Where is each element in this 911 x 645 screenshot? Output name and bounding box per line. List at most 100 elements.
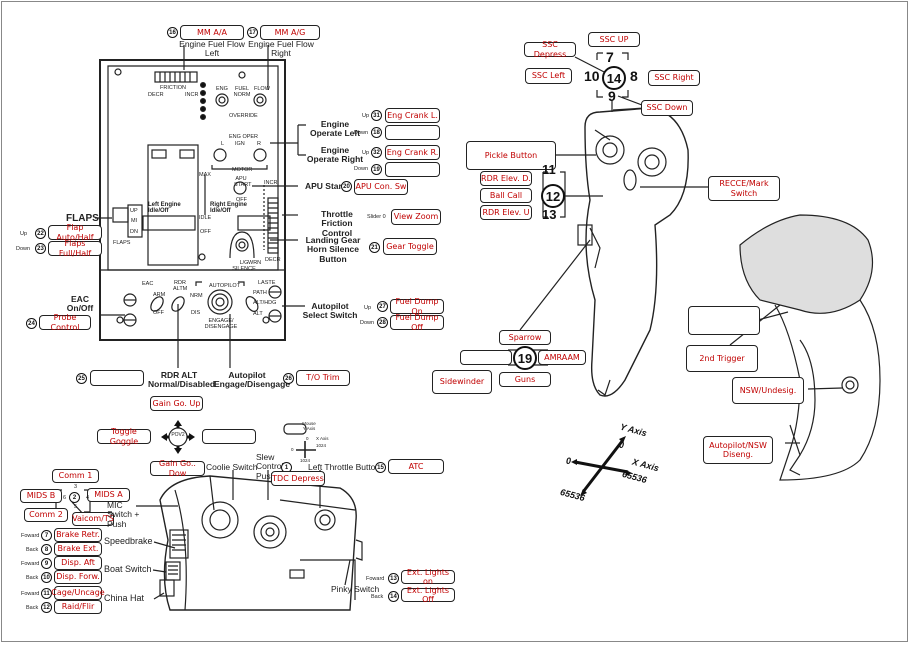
callout-number: 17 — [247, 27, 258, 38]
mic-down-id: 5 — [74, 504, 78, 510]
nsw-undesig-box[interactable]: NSW/Undesig. — [732, 377, 804, 404]
apu-con-sw-box[interactable]: APU Con. Sw — [354, 179, 408, 195]
engine-operate-right-down-box[interactable] — [385, 162, 440, 177]
trigger-1-box[interactable] — [688, 306, 760, 335]
callout-number: 23 — [35, 243, 46, 254]
brake-retr-box[interactable]: Brake Retr. — [54, 528, 102, 542]
direction-label: Back — [26, 575, 39, 581]
callout-number: 15 — [375, 462, 386, 473]
arm-label: ARM — [153, 292, 166, 298]
gear-toggle-box[interactable]: Gear Toggle — [383, 238, 437, 255]
tdc-depress-box[interactable]: TDC Depress — [271, 471, 325, 486]
apu-start-caption: APU Start — [305, 181, 345, 191]
decr-label-2: DECR — [265, 257, 281, 263]
rdr-alt-caption: RDR ALT Normal/Disabled — [148, 370, 216, 390]
sparrow-box[interactable]: Sparrow — [499, 330, 551, 345]
rdr-center-id: 12 — [541, 184, 565, 208]
rdr-elev-u-box[interactable]: RDR Elev. U — [480, 205, 532, 220]
ssc-up-id: 7 — [606, 49, 614, 65]
fuel-dump-off-box[interactable]: Fuel Dump Off — [390, 313, 444, 332]
direction-label: Up — [362, 113, 370, 119]
ball-call-box[interactable]: Ball Call — [480, 188, 532, 203]
callout-number: 27 — [377, 301, 388, 312]
2nd-trigger-box[interactable]: 2nd Trigger — [686, 345, 758, 372]
alt-label: ALT — [253, 311, 263, 317]
nrm-label: NRM — [190, 293, 203, 299]
ssc-up-box[interactable]: SSC UP — [588, 32, 640, 47]
rdr-alt-box[interactable] — [90, 370, 144, 386]
view-zoom-box[interactable]: View Zoom — [391, 209, 441, 225]
weapon-left-box[interactable] — [460, 350, 512, 365]
to-trim-box[interactable]: T/O Trim — [296, 370, 350, 386]
direction-label: Back — [26, 547, 39, 553]
pickle-button-box[interactable]: Pickle Button — [466, 141, 556, 170]
toggle-goggle-box[interactable]: Toggle Goggle — [97, 427, 151, 446]
mids-a-box[interactable]: MIDS A — [87, 488, 130, 502]
pov2-right-box[interactable] — [202, 429, 256, 444]
callout-number: 16 — [167, 27, 178, 38]
mouse-x-min: 0 — [291, 447, 294, 452]
direction-label: Down — [16, 246, 31, 252]
callout-number: 7 — [41, 530, 52, 541]
engine-operate-left-caption: Engine Operate Left — [309, 119, 361, 139]
mm-aa-box[interactable]: MM A/A — [180, 25, 244, 40]
sidewinder-box[interactable]: Sidewinder — [432, 370, 492, 394]
flaps-small-label: FLAPS — [113, 240, 131, 246]
gain-go-down-box[interactable]: Gain Go.. Dow — [150, 459, 205, 478]
disp-aft-box[interactable]: Disp. Aft — [54, 556, 102, 570]
autopilot-nsw-diseng-box[interactable]: Autopilot/NSW Diseng. — [703, 436, 773, 464]
recce-mark-switch-box[interactable]: RECCE/Mark Switch — [708, 176, 780, 201]
flap-auto-half-box[interactable]: Flap Auto/Half — [48, 223, 102, 242]
probe-control-box[interactable]: Probe Control — [39, 313, 91, 332]
fuel-dump-on-box[interactable]: Fuel Dump On — [390, 297, 444, 316]
atc-box[interactable]: ATC — [388, 459, 444, 474]
incr-label-2: INCR — [264, 180, 278, 186]
eng-crank-l-box[interactable]: Eng Crank L. — [385, 108, 440, 123]
vaicom-ts-box[interactable]: Vaicom/TS — [72, 512, 114, 526]
comm-1-box[interactable]: Comm 1 — [52, 469, 99, 483]
rdr-bottom-id: 13 — [542, 207, 557, 222]
mm-ag-box[interactable]: MM A/G — [260, 25, 320, 40]
motor-label: MOTOR — [232, 167, 253, 173]
raid-flir-box[interactable]: Raid/Flir — [54, 600, 102, 614]
disp-forw-box[interactable]: Disp. Forw. — [54, 570, 102, 584]
eng-crank-r-box[interactable]: Eng Crank R. — [385, 145, 440, 160]
flow-label: FLOW — [254, 86, 270, 92]
flaps-full-half-box[interactable]: Flaps Full/Half — [48, 239, 102, 258]
ign-label: IGN — [235, 141, 245, 147]
brake-ext-box[interactable]: Brake Ext. — [54, 542, 102, 556]
direction-label: Up — [20, 231, 28, 237]
callout-number: 14 — [388, 591, 399, 602]
friction-label: FRICTION — [160, 85, 186, 91]
ssc-depress-box[interactable]: SSC Depress — [524, 40, 576, 59]
ssc-left-box[interactable]: SSC Left — [525, 68, 572, 84]
cage-uncage-box[interactable]: Cage/Uncage — [51, 586, 105, 600]
apu-start-label: APU START — [234, 176, 252, 188]
mouse-x-max: 1024 — [316, 443, 327, 448]
override-label: OVERRIDE — [229, 113, 258, 119]
engine-fuel-flow-right-caption: Engine Fuel Flow Right — [248, 39, 314, 59]
boat-switch-caption: Boat Switch — [104, 564, 152, 574]
callout-number: 25 — [76, 373, 87, 384]
guns-box[interactable]: Guns — [499, 372, 551, 387]
landing-gear-horn-caption: Landing Gear Horn Silence Button — [305, 235, 361, 264]
engine-operate-left-down-box[interactable] — [385, 125, 440, 140]
ssc-down-box[interactable]: SSC Down — [641, 100, 693, 116]
autopilot-select-caption: Autopilot Select Switch — [302, 301, 358, 321]
mic-up-id: 3 — [74, 484, 78, 490]
callout-number: 32 — [371, 147, 382, 158]
flaps-dn-label: DN — [130, 229, 138, 235]
gain-go-up-box[interactable]: Gain Go. Up — [150, 396, 203, 411]
ext-lights-on-box[interactable]: Ext. Lights on — [401, 568, 455, 586]
mids-b-box[interactable]: MIDS B — [20, 489, 62, 503]
amraam-box[interactable]: AMRAAM — [538, 350, 586, 365]
direction-label: Down — [360, 320, 375, 326]
comm-2-box[interactable]: Comm 2 — [24, 508, 68, 522]
speedbrake-caption: Speedbrake — [104, 536, 153, 546]
rdr-elev-d-box[interactable]: RDR Elev. D. — [480, 171, 532, 186]
mouse-x-axis-label: X Axis — [316, 436, 329, 441]
ssc-right-box[interactable]: SSC Right — [648, 70, 700, 86]
ext-lights-off-box[interactable]: Ext. Lights Off — [401, 586, 455, 604]
mic-left-id: 6 — [63, 495, 67, 501]
